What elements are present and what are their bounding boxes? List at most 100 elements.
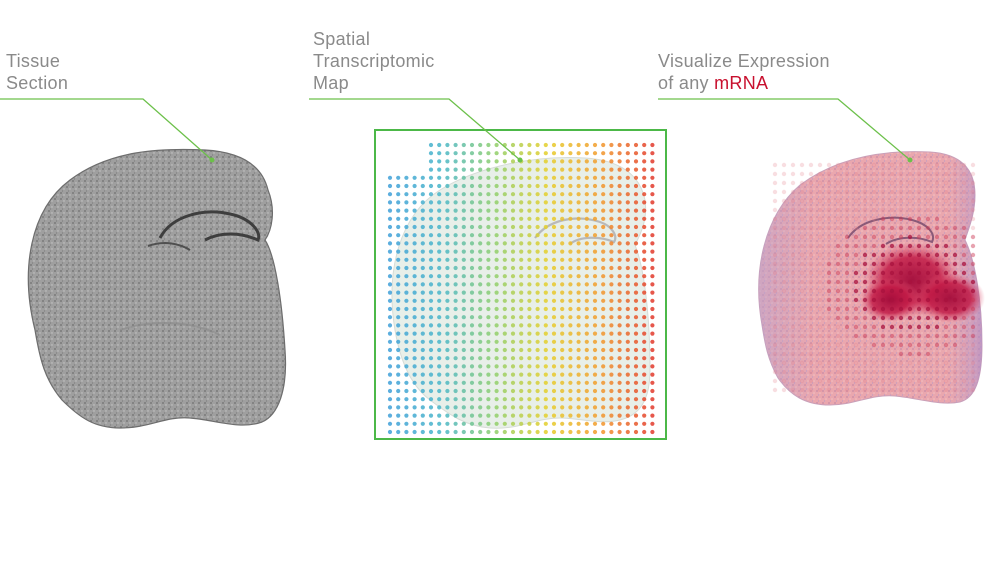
map-spot: [437, 233, 442, 238]
map-spot: [445, 429, 450, 435]
expression-spot: [781, 207, 787, 213]
map-spot: [519, 315, 524, 320]
map-spot: [527, 413, 532, 418]
map-spot: [584, 413, 589, 418]
map-label-line2: Transcriptomic: [313, 51, 435, 71]
map-spot: [551, 249, 557, 254]
map-spot: [650, 249, 655, 254]
expression-spot: [790, 279, 796, 285]
map-spot: [478, 224, 483, 230]
map-spot: [445, 216, 450, 221]
expression-spot: [934, 252, 940, 258]
map-spot: [601, 372, 606, 377]
map-spot: [428, 208, 434, 213]
expression-spot: [907, 351, 913, 357]
map-spot: [584, 175, 589, 180]
expression-spot: [790, 342, 796, 348]
map-spot: [486, 216, 491, 221]
map-spot: [535, 372, 540, 377]
map-spot: [420, 208, 425, 213]
map-spot: [568, 306, 573, 312]
map-spot: [527, 429, 532, 435]
expression-spot: [862, 270, 868, 276]
map-spot: [560, 388, 565, 394]
map-leader-line: [309, 98, 521, 161]
map-spot: [642, 364, 647, 369]
expression-spot: [862, 180, 868, 186]
map-spot: [502, 388, 507, 394]
map-spot: [625, 364, 630, 369]
map-spot: [404, 339, 409, 344]
expression-spot: [907, 270, 913, 276]
map-spot: [543, 257, 548, 262]
expression-spot: [799, 360, 805, 366]
expression-spot: [889, 207, 895, 213]
map-spot: [428, 200, 434, 205]
map-spot: [642, 151, 647, 156]
map-spot: [461, 413, 466, 418]
map-spot: [469, 364, 475, 369]
expression-spot: [790, 288, 796, 294]
expression-spot: [871, 351, 877, 357]
map-spot: [568, 372, 573, 377]
expression-spot: [934, 162, 940, 168]
expression-spot: [817, 297, 823, 303]
map-spot: [396, 306, 401, 312]
map-spot: [633, 282, 639, 287]
map-spot: [387, 429, 393, 435]
map-spot: [543, 233, 548, 238]
map-spot: [551, 233, 557, 238]
expression-spot: [817, 369, 823, 375]
map-spot: [576, 380, 581, 385]
expression-spot: [781, 378, 787, 384]
map-spot: [568, 290, 573, 295]
map-spot: [527, 290, 532, 295]
map-spot: [445, 290, 450, 295]
map-spot: [453, 208, 458, 213]
map-spot: [453, 347, 458, 353]
map-spot: [535, 397, 540, 402]
expression-spot: [835, 360, 841, 366]
map-spot: [609, 372, 614, 377]
map-spot: [576, 347, 581, 353]
expression-spot: [907, 297, 913, 303]
map-spot: [387, 364, 393, 369]
expression-spot: [862, 198, 868, 204]
map-spot: [494, 257, 499, 262]
expression-spot: [880, 324, 886, 330]
map-spot: [453, 306, 458, 312]
expression-spot: [844, 360, 850, 366]
map-spot: [519, 233, 524, 238]
map-spot: [543, 208, 548, 213]
expression-spot: [898, 198, 904, 204]
map-spot: [560, 429, 565, 435]
map-spot: [412, 216, 417, 221]
map-spot: [396, 421, 401, 426]
map-spot: [543, 167, 548, 172]
map-spot: [469, 241, 475, 246]
map-spot: [601, 380, 606, 385]
map-spot: [519, 298, 524, 303]
expression-spot: [772, 243, 778, 249]
expression-spot: [790, 333, 796, 339]
expression-spot: [916, 342, 922, 348]
map-spot: [527, 224, 532, 230]
expression-spot: [862, 216, 868, 222]
map-spot: [387, 224, 393, 230]
expression-spot: [772, 216, 778, 222]
map-spot: [617, 315, 622, 320]
expression-spot: [880, 225, 886, 231]
map-spot: [633, 208, 639, 213]
map-spot: [387, 372, 393, 377]
map-spot: [486, 151, 491, 156]
expression-spot: [826, 315, 832, 321]
map-spot: [543, 306, 548, 312]
map-spot: [650, 290, 655, 295]
expression-spot: [853, 324, 859, 330]
expression-spot: [889, 306, 895, 312]
expression-spot: [880, 270, 886, 276]
expression-spot: [808, 342, 814, 348]
map-spot: [494, 315, 499, 320]
map-spot: [519, 347, 524, 353]
